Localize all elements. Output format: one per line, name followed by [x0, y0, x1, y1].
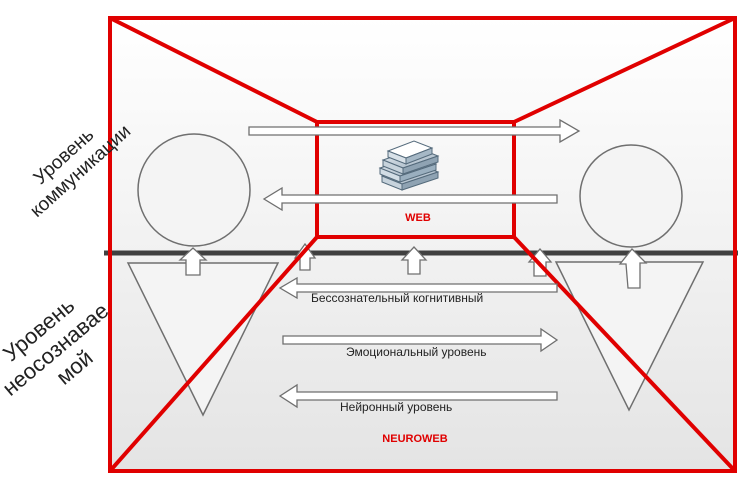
red-perspective-line-top-right: [513, 16, 736, 124]
web-red-box: [315, 120, 516, 239]
left-person-body-triangle: [126, 262, 280, 417]
red-frame: [108, 16, 737, 473]
outer-red-rectangle: [108, 16, 737, 473]
red-perspective-line-top-left: [109, 16, 318, 124]
top-right-arrow: [248, 118, 581, 144]
stack-of-books-icon: [378, 140, 440, 191]
right-person-up-arrow: [618, 248, 648, 289]
emotional-level-label: Эмоциональный уровень: [346, 345, 487, 359]
neuroweb-label: NEUROWEB: [382, 433, 447, 445]
emotional-right-arrow: [282, 327, 559, 353]
neuronal-left-arrow: [278, 383, 558, 409]
left-person-head-circle: [137, 133, 251, 247]
red-perspective-line-bottom-left: [108, 235, 319, 473]
unconscious-left-arrow: [278, 276, 558, 300]
web-label: WEB: [405, 212, 431, 224]
top-left-arrow: [262, 186, 558, 212]
web-center-up-arrow: [400, 246, 428, 275]
unconscious-cognitive-label: Бессознательный когнитивный: [311, 291, 483, 305]
right-person-head-circle: [579, 144, 683, 248]
red-perspective-line-bottom-right: [512, 235, 737, 473]
neuronal-level-label: Нейронный уровень: [340, 400, 452, 414]
left-person-up-arrow: [178, 247, 208, 276]
